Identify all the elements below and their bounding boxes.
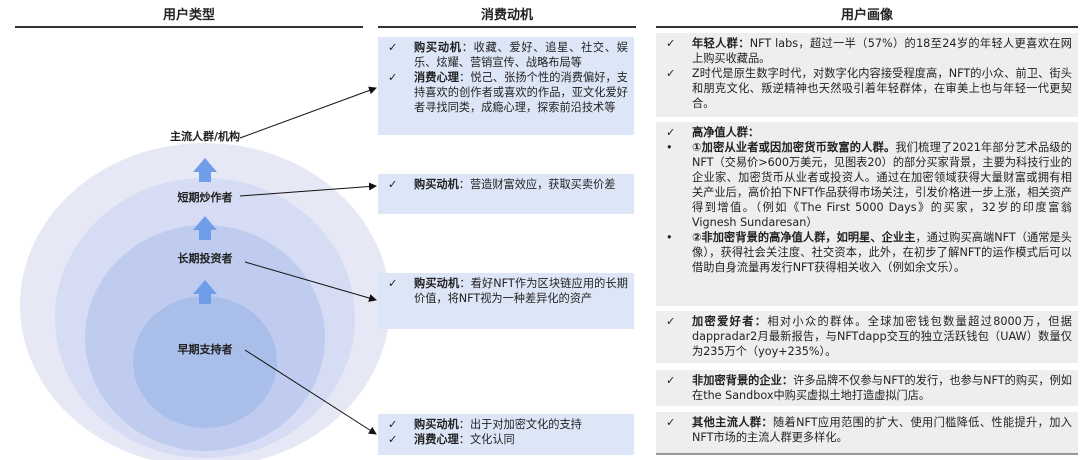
motive-key: 购买动机 (414, 418, 459, 431)
portrait-text: 我们梳理了2021年部分艺术品级的NFT（交易价>600万美元，见图表20）的部… (692, 141, 1072, 229)
portrait-crypto-fans: ✓ 加密爱好者：相对小众的群体。全球加密钱包数量超过8000万，但据dapprad… (656, 311, 1078, 363)
portrait-other-mainstream: ✓ 其他主流人群：随着NFT应用范围的扩大、使用门槛降低、性能提升，加入NFT市场… (656, 412, 1078, 455)
check-icon: ✓ (666, 416, 676, 429)
motive-key: 消费心理 (414, 71, 460, 84)
motive-box-short-term: ✓ 购买动机：营造财富效应，获取买卖价差 (378, 174, 634, 214)
header-portrait: 用户画像 (656, 6, 1078, 28)
circle-early (133, 296, 277, 428)
portrait-key: 其他主流人群： (692, 416, 773, 429)
portrait-text: 许多品牌不仅参与NFT的发行，也参与NFT的购买，例如在the Sandbox中… (692, 374, 1072, 402)
connector-arrow (244, 349, 377, 435)
portrait-text: 相对小众的群体。全球加密钱包数量超过8000万，但据dappradar2月最新报… (692, 315, 1072, 358)
portrait-text: ，通过购买高端NFT（通常是头像），获得社会关注度、社交资本，此外，在初步了解N… (692, 231, 1072, 274)
header-user-type: 用户类型 (15, 6, 363, 28)
motive-text: ：悦己、张扬个性的消费偏好，支持喜欢的创作者或喜欢的作品，亚文化爱好者寻找同类，… (414, 71, 628, 114)
motive-text: ：营造财富效应，获取买卖价差 (458, 178, 616, 191)
check-icon: ✓ (388, 178, 398, 191)
motive-box-long-term: ✓ 购买动机：看好NFT作为区块链应用的长期价值，将NFT视为一种差异化的资产 (378, 273, 634, 329)
portrait-text: Z时代是原生数字时代，对数字化内容接受程度高，NFT的小众、前卫、街头和朋克文化… (692, 67, 1072, 110)
portrait-key: 非加密背景的企业： (692, 374, 794, 387)
bullet-icon: • (666, 141, 673, 154)
motive-key: 购买动机 (414, 277, 460, 290)
up-arrow-icon (193, 280, 217, 304)
portrait-key: 高净值人群： (692, 126, 760, 139)
up-arrow-icon (193, 216, 217, 240)
portrait-enterprise: ✓ 非加密背景的企业：许多品牌不仅参与NFT的发行，也参与NFT的购买，例如在th… (656, 370, 1078, 406)
check-icon: ✓ (388, 433, 398, 446)
portrait-text: 随着NFT应用范围的扩大、使用门槛降低、性能提升，加入NFT市场的主流人群更多样… (692, 416, 1072, 444)
connector-arrow (244, 261, 377, 302)
check-icon: ✓ (666, 374, 676, 387)
check-icon: ✓ (666, 67, 676, 80)
check-icon: ✓ (388, 71, 398, 84)
header-motive: 消费动机 (378, 6, 636, 28)
portrait-text: NFT labs，超过一半（57%）的18至24岁的年轻人更喜欢在网上购买收藏品… (692, 37, 1072, 65)
connector-arrow (239, 182, 377, 197)
portrait-young: ✓ 年轻人群：NFT labs，超过一半（57%）的18至24岁的年轻人更喜欢在网… (656, 33, 1078, 117)
motive-key: 购买动机 (414, 178, 459, 191)
motive-key: 购买动机 (414, 41, 462, 54)
check-icon: ✓ (666, 315, 676, 328)
portrait-key: 加密爱好者： (692, 315, 768, 328)
label-early: 早期支持者 (177, 343, 233, 356)
motive-text: ：收藏、爱好、追星、社交、娱乐、炫耀、营销宣传、战略布局等 (414, 41, 628, 69)
check-icon: ✓ (388, 277, 398, 290)
motive-box-early: ✓ 购买动机：出于对加密文化的支持 ✓ 消费心理：文化认同 (378, 414, 634, 455)
motive-text: ：看好NFT作为区块链应用的长期价值，将NFT视为一种差异化的资产 (414, 277, 628, 305)
portrait-key: ①加密从业者或因加密货币致富的人群。 (692, 141, 896, 154)
portrait-high-net-worth: ✓ 高净值人群： • ①加密从业者或因加密货币致富的人群。我们梳理了2021年部分艺… (656, 122, 1078, 306)
check-icon: ✓ (388, 418, 398, 431)
portrait-key: 年轻人群： (692, 37, 750, 50)
up-arrow-icon (193, 158, 217, 182)
bullet-icon: • (666, 231, 673, 244)
label-long-term: 长期投资者 (177, 252, 233, 265)
motive-key: 消费心理 (414, 433, 459, 446)
motive-box-mainstream: ✓ 购买动机：收藏、爱好、追星、社交、娱乐、炫耀、营销宣传、战略布局等 ✓ 消费心理… (378, 37, 634, 135)
check-icon: ✓ (666, 37, 676, 50)
check-icon: ✓ (388, 41, 398, 54)
motive-text: ：文化认同 (458, 433, 515, 446)
connector-arrow (239, 86, 377, 139)
check-icon: ✓ (666, 126, 676, 139)
portrait-key: ②非加密背景的高净值人群，如明星、企业主 (692, 231, 916, 244)
label-mainstream: 主流人群/机构 (169, 130, 241, 143)
label-short-term: 短期炒作者 (177, 191, 233, 204)
motive-text: ：出于对加密文化的支持 (458, 418, 582, 431)
